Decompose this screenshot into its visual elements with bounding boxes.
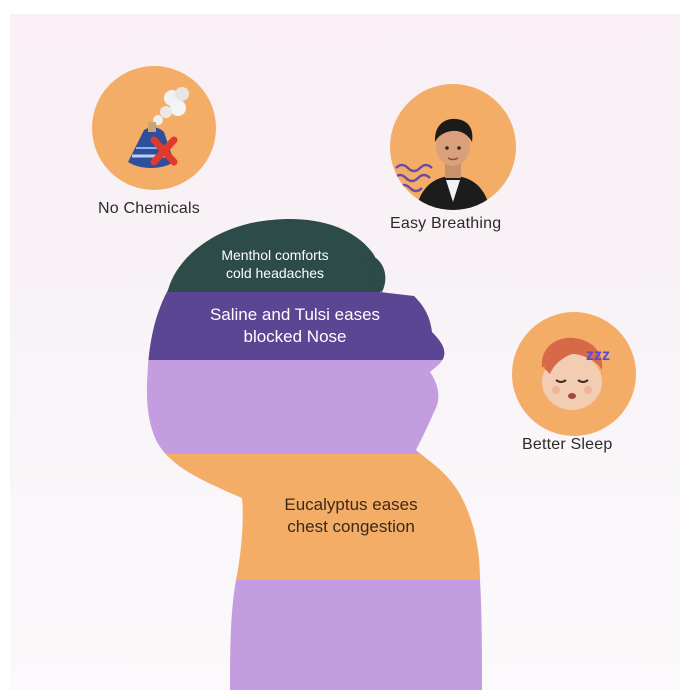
- chest-line2: chest congestion: [287, 517, 415, 537]
- forehead-text: Menthol comforts cold headaches: [188, 246, 362, 282]
- better-sleep-circle: zzz: [512, 312, 636, 436]
- nose-text: Saline and Tulsi eases blocked Nose: [180, 304, 410, 348]
- better-sleep-label: Better Sleep: [522, 436, 613, 453]
- hair-tuft: [362, 258, 386, 292]
- breathing-person-icon: [393, 118, 490, 210]
- easy-breathing-circle: [390, 84, 516, 210]
- no-chemicals-label: No Chemicals: [98, 200, 200, 217]
- sleep-zzz-text: zzz: [586, 347, 610, 364]
- no-chemicals-circle: [92, 66, 216, 190]
- forehead-line1: Menthol comforts: [221, 247, 329, 263]
- sleeping-face-icon: zzz: [541, 337, 610, 410]
- forehead-line2: cold headaches: [225, 265, 325, 282]
- nose-line2: blocked Nose: [243, 327, 347, 347]
- easy-breathing-label: Easy Breathing: [390, 215, 502, 232]
- chest-text: Eucalyptus eases chest congestion: [250, 494, 452, 538]
- nose-line1: Saline and Tulsi eases: [209, 305, 381, 324]
- head-silhouette: [146, 219, 483, 690]
- lower-band: [146, 580, 483, 690]
- infographic-panel: Menthol comforts cold headaches Saline a…: [10, 14, 680, 690]
- chemical-bottle-crossed-icon: [128, 87, 189, 168]
- chest-line1: Eucalyptus eases: [284, 495, 418, 514]
